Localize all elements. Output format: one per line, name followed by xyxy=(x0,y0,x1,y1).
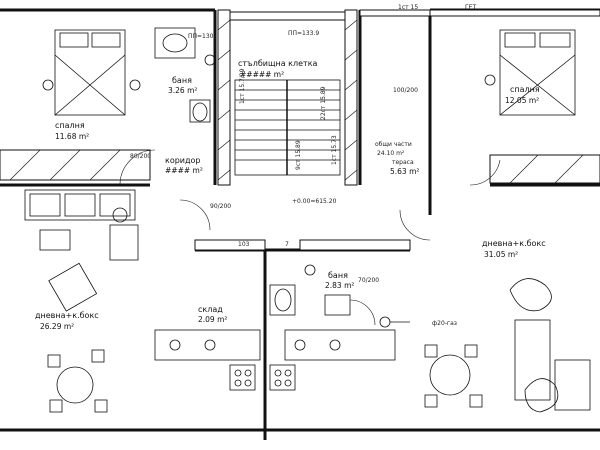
door-80-200: 80/200 xyxy=(130,153,151,160)
top-right-mark: ГЕТ xyxy=(465,4,476,11)
dim-7: 7 xyxy=(285,241,289,248)
bedroom-left-name: спалня xyxy=(55,121,85,130)
stair-label-3: 22ст 15.89 xyxy=(320,86,327,120)
bath-top-fixtures xyxy=(154,27,216,123)
living-right-area: 31.05 m² xyxy=(484,250,518,259)
bath-mid-area: 2.83 m² xyxy=(325,281,354,290)
kitchen-counters xyxy=(154,329,396,391)
stair-area: ##### m² xyxy=(240,70,284,79)
bedroom-right-name: спалня xyxy=(510,85,540,94)
pp-mid-mark: ПП=133.9 xyxy=(288,30,319,37)
living-right-name: дневна+к.бокс xyxy=(482,239,546,248)
stair-label-4: 1ст 15.73 xyxy=(331,135,338,165)
common-name: общи части xyxy=(375,141,412,148)
corridor-name: коридор xyxy=(165,156,201,165)
stair-name: стълбищна клетка xyxy=(238,59,318,68)
bedroom-right-area: 12.05 m² xyxy=(505,96,539,105)
living-left-name: дневна+к.бокс xyxy=(35,311,99,320)
bath-top-name: баня xyxy=(172,76,192,85)
living-left-furniture xyxy=(24,189,139,413)
living-right-furniture xyxy=(424,278,591,413)
bed-right xyxy=(484,29,576,116)
storage-area: 2.09 m² xyxy=(198,315,227,324)
common-area: 24.10 m² xyxy=(377,150,405,157)
pp-left-mark: ПП=130 xyxy=(188,33,214,40)
gas-mark: ф20-газ xyxy=(432,320,457,327)
bath-top-area: 3.26 m² xyxy=(168,86,197,95)
stair xyxy=(234,79,341,176)
stair-label-1: 1ст 15.7/29 xyxy=(239,68,246,104)
bedroom-left-area: 11.68 m² xyxy=(55,132,89,141)
level-mark: +0.00=615.20 xyxy=(292,198,337,205)
corridor-area: #### m² xyxy=(165,166,203,175)
door-70-200: 70/200 xyxy=(358,277,379,284)
door-100-200: 100/200 xyxy=(393,87,418,94)
bed-left xyxy=(42,29,141,116)
living-left-area: 26.29 m² xyxy=(40,322,74,331)
dim-103: 103 xyxy=(238,241,250,248)
bath-mid-name: баня xyxy=(328,271,348,280)
door-90-200: 90/200 xyxy=(210,203,231,210)
terrace-area: 5.63 m² xyxy=(390,167,419,176)
door-swings xyxy=(119,149,501,326)
stair-label-2: 9ст 15.89 xyxy=(295,140,302,170)
top-mark: 1ст 15 xyxy=(398,4,418,11)
terrace-name: тераса xyxy=(392,159,414,166)
storage-name: склад xyxy=(198,305,223,314)
room-labels: спалня 11.68 m² спалня 12.05 m² баня 3.2… xyxy=(35,59,546,331)
marks: ПП=130 ПП=133.9 +0.00=615.20 ф20-газ ГЕТ… xyxy=(130,4,476,327)
bath-mid-fixtures xyxy=(269,264,410,328)
